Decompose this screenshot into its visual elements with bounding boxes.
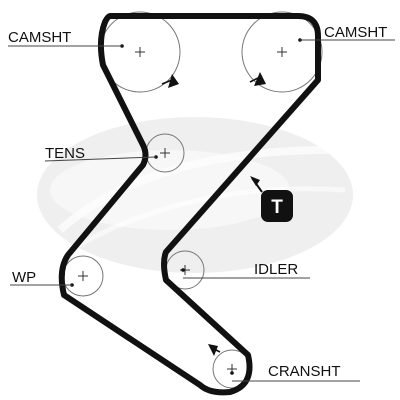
label-tensioner: TENS xyxy=(45,145,85,162)
label-water-pump: WP xyxy=(12,269,36,286)
tension-marker-label: T xyxy=(271,197,283,218)
leader-tensioner xyxy=(44,156,157,162)
pulley-water-pump xyxy=(62,255,104,297)
label-idler: IDLER xyxy=(254,261,298,278)
rotation-arrow-icon xyxy=(161,74,179,88)
rotation-arrow-icon xyxy=(249,72,266,86)
watermark-logo xyxy=(37,117,353,273)
label-camshaft-right: CAMSHT xyxy=(324,24,387,41)
label-camshaft-left: CAMSHT xyxy=(8,29,71,46)
rotation-arrow-icon xyxy=(208,344,221,356)
timing-belt xyxy=(58,13,321,396)
tension-marker-icon: T xyxy=(250,176,293,222)
pulley-camshaft-right xyxy=(241,11,323,93)
label-crankshaft: CRANSHT xyxy=(268,363,341,380)
